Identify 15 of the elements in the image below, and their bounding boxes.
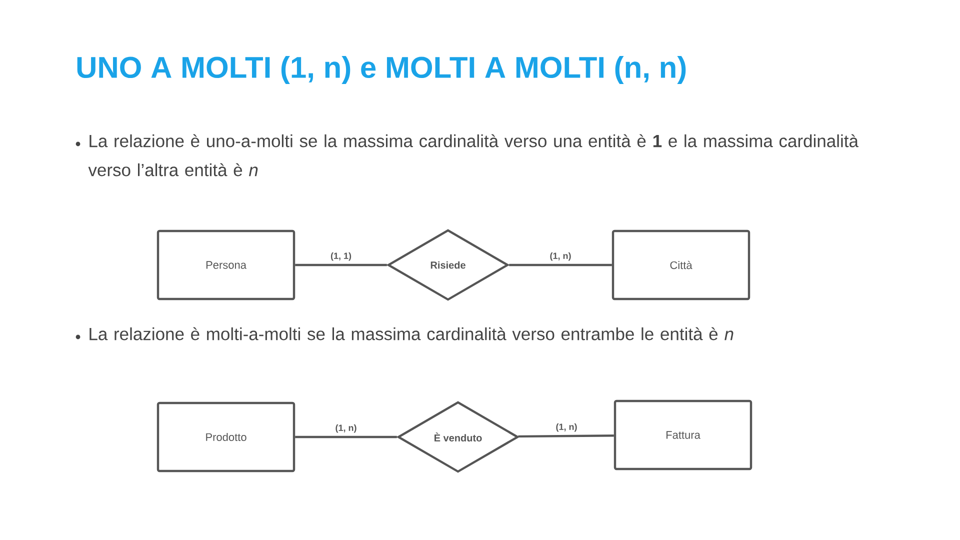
connector-line	[295, 436, 397, 438]
connector-line	[509, 264, 612, 266]
entity-box: Prodotto	[156, 402, 296, 472]
cardinality-label: (1, n)	[334, 423, 358, 434]
entity-box: Fattura	[614, 400, 752, 470]
entity-box: Città	[612, 230, 750, 300]
bullet-text: La relazione è molti-a-molti se la massima cardinalità verso entrambe le entità è n	[90, 327, 734, 340]
slide-title: UNO A MOLTI (1, n) e MOLTI A MOLTI (n, n)	[77, 56, 686, 84]
cardinality-label: (1, n)	[548, 251, 572, 262]
connector-line	[518, 434, 614, 438]
cardinality-label: (1, n)	[554, 422, 578, 433]
entity-box: Persona	[156, 230, 296, 300]
bullet-text: La relazione è uno-a-molti se la massima cardinalità verso una entità è 1 e la massima cardinalità verso l’altra entità è n	[88, 134, 858, 176]
cardinality-label: (1, 1)	[330, 251, 353, 262]
connector-line	[295, 264, 387, 266]
